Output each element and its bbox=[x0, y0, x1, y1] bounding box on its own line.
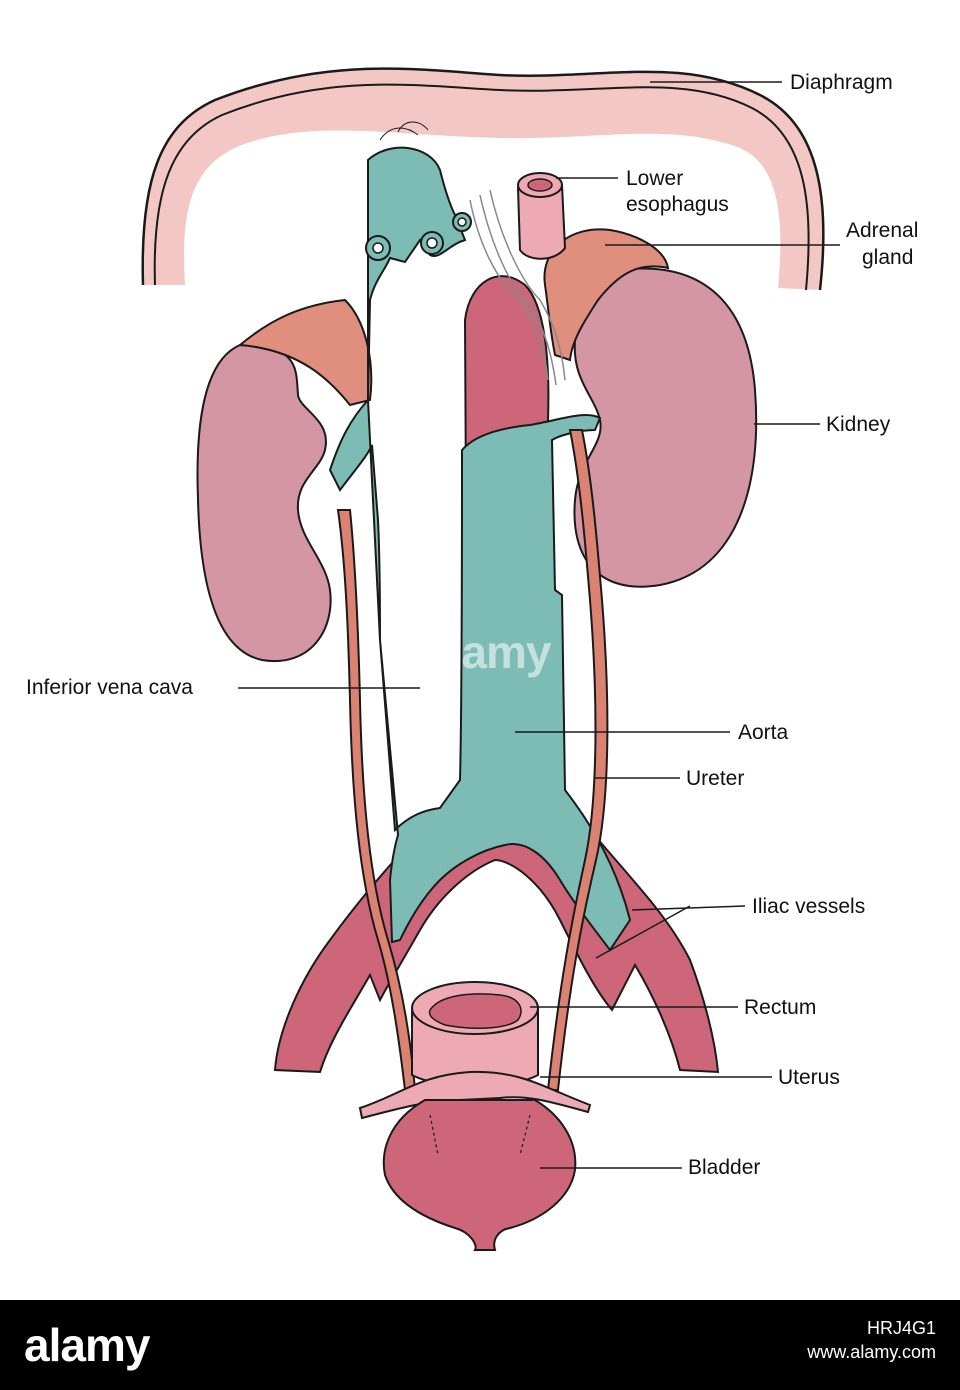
label-bladder: Bladder bbox=[688, 1156, 761, 1179]
ivc-shape bbox=[328, 121, 632, 952]
right-kidney-shape bbox=[543, 228, 758, 588]
left-kidney-shape bbox=[196, 298, 373, 663]
label-aorta: Aorta bbox=[738, 721, 789, 744]
label-rectum: Rectum bbox=[744, 996, 817, 1019]
esophagus-shape bbox=[516, 172, 567, 260]
diaphragm-shape bbox=[141, 67, 825, 291]
rectum-shape bbox=[411, 981, 539, 1088]
label-inferior-vena-cava: Inferior vena cava bbox=[26, 676, 193, 699]
label-lower-esophagus-line2: esophagus bbox=[626, 193, 729, 216]
footer-image-id: HRJ4G1 bbox=[866, 1318, 936, 1338]
label-adrenal-line2: gland bbox=[862, 246, 914, 269]
label-iliac-vessels: Iliac vessels bbox=[752, 895, 866, 918]
footer-bar: alamy HRJ4G1 www.alamy.com bbox=[0, 1300, 960, 1390]
label-kidney: Kidney bbox=[826, 413, 891, 436]
uterus-bladder-shape bbox=[358, 1070, 592, 1251]
label-diaphragm: Diaphragm bbox=[790, 71, 893, 94]
footer-image-info: HRJ4G1 www.alamy.com bbox=[807, 1316, 936, 1364]
diagram-canvas: Diaphragm Lower esophagus Adrenal gland … bbox=[26, 67, 919, 1251]
leader-lines bbox=[238, 81, 840, 1169]
label-uterus: Uterus bbox=[778, 1066, 840, 1089]
footer-site: www.alamy.com bbox=[807, 1342, 936, 1362]
label-lower-esophagus-line1: Lower bbox=[626, 167, 684, 190]
label-adrenal-line1: Adrenal bbox=[846, 219, 919, 242]
abdominal-anatomy-illustration bbox=[141, 67, 840, 1251]
label-ureter: Ureter bbox=[686, 767, 745, 790]
ligament-fibers bbox=[469, 189, 566, 386]
watermark: alamy bbox=[425, 626, 551, 678]
footer-logo: alamy bbox=[24, 1319, 150, 1371]
